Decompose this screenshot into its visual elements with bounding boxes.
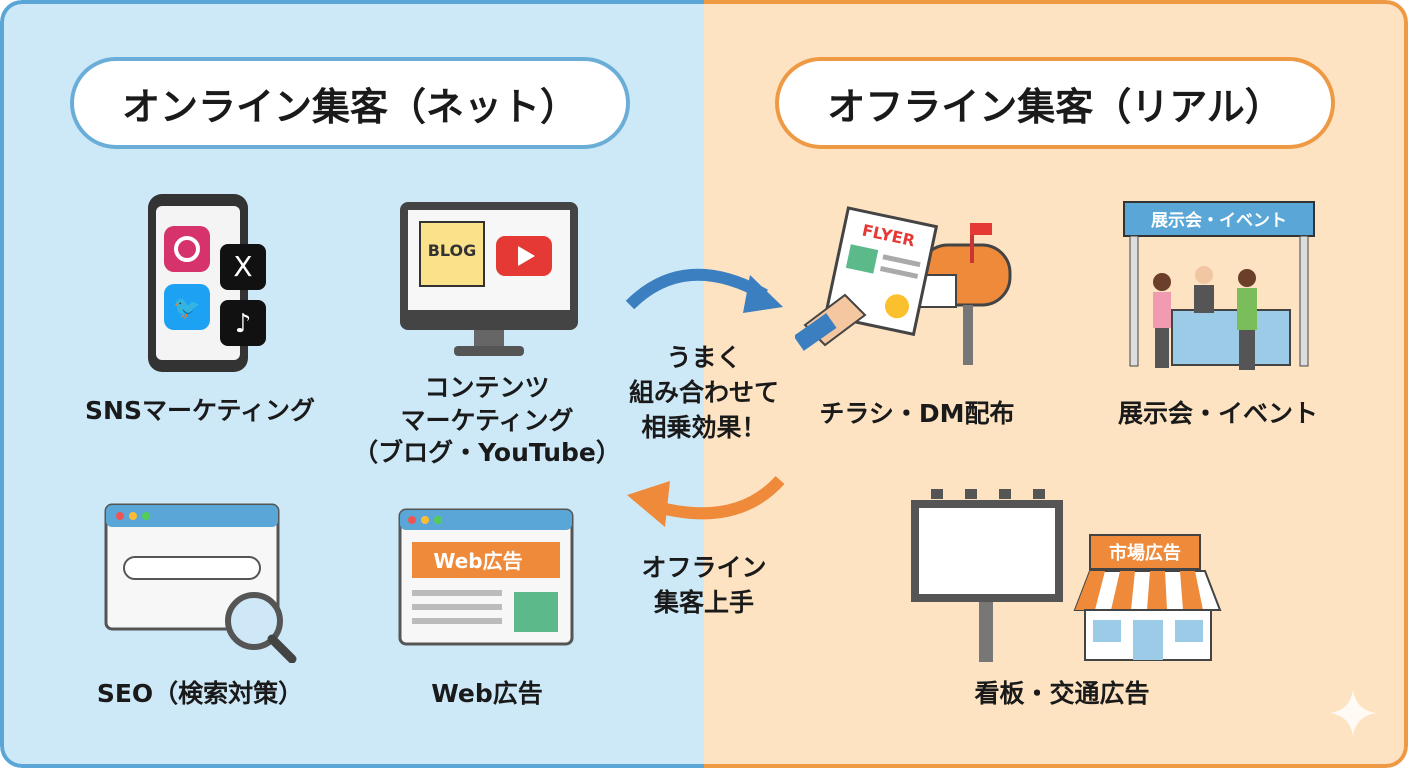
sparkle-icon xyxy=(1330,690,1376,736)
synergy-line-2: 組み合わせて xyxy=(628,378,780,407)
arrow-online-to-offline-icon xyxy=(625,268,783,313)
offline-title: オフライン集客（リアル） xyxy=(775,57,1335,149)
event-label: 展示会・イベント xyxy=(1117,399,1319,428)
online-title: オンライン集客（ネット） xyxy=(70,57,630,149)
seo-label: SEO（検索対策） xyxy=(96,679,304,708)
svg-text:♪: ♪ xyxy=(235,309,252,339)
shop-sign-text: 市場広告 xyxy=(1109,542,1181,564)
smartphone-sns-icon: 🐦 X ♪ xyxy=(148,194,266,372)
content-marketing-line-1: コンテンツ xyxy=(424,373,550,402)
synergy-line-1: うまく xyxy=(666,343,742,372)
arrow-offline-to-online-icon xyxy=(627,475,785,527)
content-marketing-label: コンテンツ マーケティング （ブログ・YouTube） xyxy=(353,372,621,470)
offline-master-text: オフライン 集客上手 xyxy=(641,550,766,620)
billboard-transit-ad-label: 看板・交通広告 xyxy=(974,679,1150,708)
browser-web-ad-icon: Web広告 xyxy=(398,508,574,646)
event-sign-text: 展示会・イベント xyxy=(1151,210,1287,231)
sns-marketing-label: SNSマーケティング xyxy=(85,396,315,425)
synergy-line-3: 相乗効果！ xyxy=(641,413,767,442)
web-ad-label: Web広告 xyxy=(431,679,543,708)
browser-search-icon xyxy=(104,503,297,663)
event-booth-icon: 展示会・イベント xyxy=(1123,201,1315,370)
svg-text:🐦: 🐦 xyxy=(173,296,200,321)
content-marketing-line-2: マーケティング xyxy=(400,405,574,435)
flyer-mailbox-icon: FLYER xyxy=(795,206,1012,365)
offline-master-line-1: オフライン xyxy=(641,553,767,582)
web-ad-banner-text: Web広告 xyxy=(433,549,522,573)
offline-master-line-2: 集客上手 xyxy=(653,588,755,617)
blog-text: BLOG xyxy=(428,241,477,260)
content-marketing-line-3: （ブログ・YouTube） xyxy=(353,438,621,467)
svg-text:X: X xyxy=(233,250,252,283)
billboard-shop-icon: 市場広告 xyxy=(911,489,1222,662)
monitor-blog-video-icon: BLOG xyxy=(400,202,578,356)
synergy-text: うまく 組み合わせて 相乗効果！ xyxy=(629,340,779,445)
flyer-dm-label: チラシ・DM配布 xyxy=(819,399,1015,428)
